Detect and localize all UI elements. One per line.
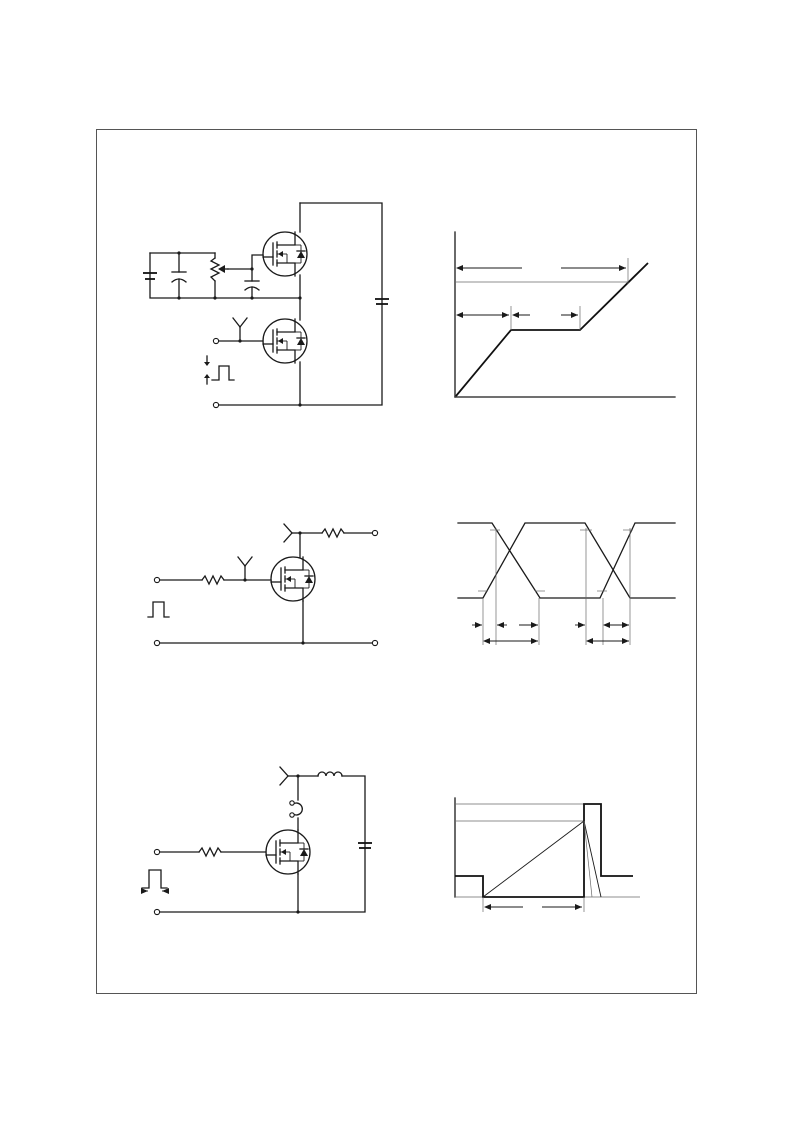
resistor-icon — [321, 528, 345, 538]
battery-icon — [143, 272, 157, 280]
terminal-icon — [153, 848, 161, 856]
probe-icon — [279, 766, 299, 786]
resistive-switching-test-circuit — [147, 523, 379, 647]
unclamped-inductive-switching-test-circuit — [141, 766, 372, 916]
mosfet-icon — [270, 556, 316, 602]
potentiometer-icon — [209, 252, 264, 299]
resistor-icon — [198, 847, 222, 857]
terminal-icon — [371, 639, 379, 647]
terminal-icon — [153, 576, 161, 584]
current-probe-icon — [289, 800, 303, 818]
inductor-icon — [317, 771, 343, 777]
mosfet-icon — [262, 318, 308, 364]
mosfet-icon — [262, 231, 308, 277]
probe-icon — [232, 317, 248, 342]
terminal-icon — [212, 337, 220, 345]
battery-icon — [358, 842, 372, 849]
pulse-icon — [141, 869, 169, 894]
gate-charge-waveform — [454, 231, 676, 398]
pulse-icon — [147, 601, 170, 618]
terminal-icon — [212, 401, 220, 409]
resistor-icon — [201, 575, 225, 585]
terminal-icon — [153, 639, 161, 647]
capacitor-icon — [244, 268, 260, 299]
battery-icon — [375, 298, 389, 305]
terminal-icon — [153, 908, 161, 916]
probe-icon — [283, 523, 301, 543]
terminal-icon — [371, 529, 379, 537]
page-frame — [96, 129, 697, 994]
unclamped-inductive-switching-waveform — [454, 797, 640, 912]
gate-charge-test-circuit — [143, 202, 389, 409]
mosfet-icon — [265, 829, 311, 875]
capacitor-icon — [171, 252, 187, 299]
resistive-switching-waveform — [457, 522, 676, 645]
pulse-icon — [204, 355, 235, 385]
probe-icon — [237, 556, 253, 581]
